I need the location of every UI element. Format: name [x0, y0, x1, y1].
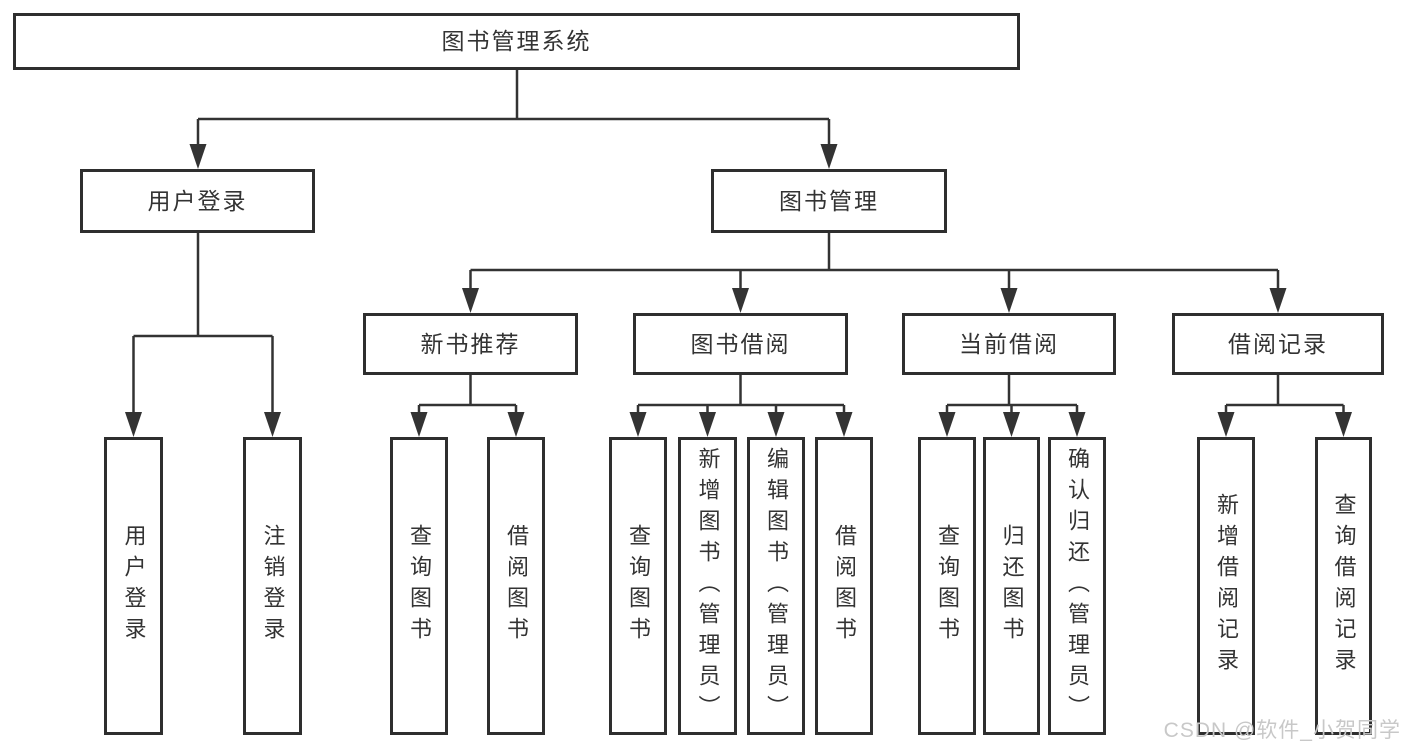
leaf-confirm-return-admin-label: 确认归还（管理员）	[1065, 446, 1090, 726]
node-new-book-recommend: 新书推荐	[363, 313, 578, 375]
leaf-current-query-books-label: 查询图书	[935, 524, 960, 648]
node-new-book-recommend-label: 新书推荐	[420, 330, 521, 357]
leaf-confirm-return-admin: 确认归还（管理员）	[1048, 437, 1106, 735]
leaf-logout-login: 注销登录	[243, 437, 302, 735]
node-user-login-label: 用户登录	[147, 187, 248, 214]
leaf-return-books: 归还图书	[983, 437, 1040, 735]
node-book-borrow: 图书借阅	[633, 313, 848, 375]
leaf-recommend-query-books: 查询图书	[390, 437, 448, 735]
node-book-borrow-label: 图书借阅	[690, 330, 791, 357]
node-book-mgmt-label: 图书管理	[779, 187, 879, 214]
node-borrow-records: 借阅记录	[1172, 313, 1384, 375]
connector-new-book-recommend-to-children	[410, 375, 525, 437]
leaf-return-books-label: 归还图书	[999, 524, 1025, 648]
connector-user-login-to-children	[125, 233, 281, 437]
leaf-recommend-borrow-books-label: 借阅图书	[504, 524, 529, 648]
node-user-login: 用户登录	[80, 169, 315, 233]
csdn-watermark: CSDN @软件_小贺同学	[1163, 719, 1401, 742]
leaf-edit-books-admin-label: 编辑图书（管理员）	[764, 446, 789, 726]
leaf-user-login: 用户登录	[104, 437, 163, 735]
leaf-add-books-admin-label: 新增图书（管理员）	[695, 446, 721, 726]
node-current-borrow-label: 当前借阅	[959, 330, 1059, 357]
leaf-query-borrow-record: 查询借阅记录	[1315, 437, 1372, 735]
node-current-borrow: 当前借阅	[902, 313, 1116, 375]
connector-book-mgmt-to-sections	[462, 233, 1287, 313]
node-root: 图书管理系统	[13, 13, 1020, 70]
node-book-mgmt: 图书管理	[711, 169, 947, 233]
node-borrow-records-label: 借阅记录	[1228, 330, 1328, 357]
leaf-borrow-books: 借阅图书	[815, 437, 873, 735]
leaf-logout-login-label: 注销登录	[260, 524, 286, 648]
leaf-user-login-label: 用户登录	[121, 524, 147, 648]
node-root-label: 图书管理系统	[441, 28, 592, 54]
connector-root-to-level2	[189, 70, 838, 169]
leaf-edit-books-admin: 编辑图书（管理员）	[747, 437, 805, 735]
leaf-recommend-query-books-label: 查询图书	[407, 524, 432, 648]
leaf-borrow-query-books-label: 查询图书	[626, 524, 651, 648]
connector-current-borrow-to-children	[938, 375, 1086, 437]
leaf-add-borrow-record-label: 新增借阅记录	[1214, 493, 1239, 679]
connector-book-borrow-to-children	[629, 375, 853, 437]
leaf-query-borrow-record-label: 查询借阅记录	[1331, 493, 1357, 679]
leaf-add-books-admin: 新增图书（管理员）	[678, 437, 737, 735]
leaf-recommend-borrow-books: 借阅图书	[487, 437, 545, 735]
connector-borrow-records-to-children	[1217, 375, 1352, 437]
leaf-current-query-books: 查询图书	[918, 437, 976, 735]
leaf-borrow-query-books: 查询图书	[609, 437, 667, 735]
leaf-add-borrow-record: 新增借阅记录	[1197, 437, 1255, 735]
leaf-borrow-books-label: 借阅图书	[832, 524, 857, 648]
